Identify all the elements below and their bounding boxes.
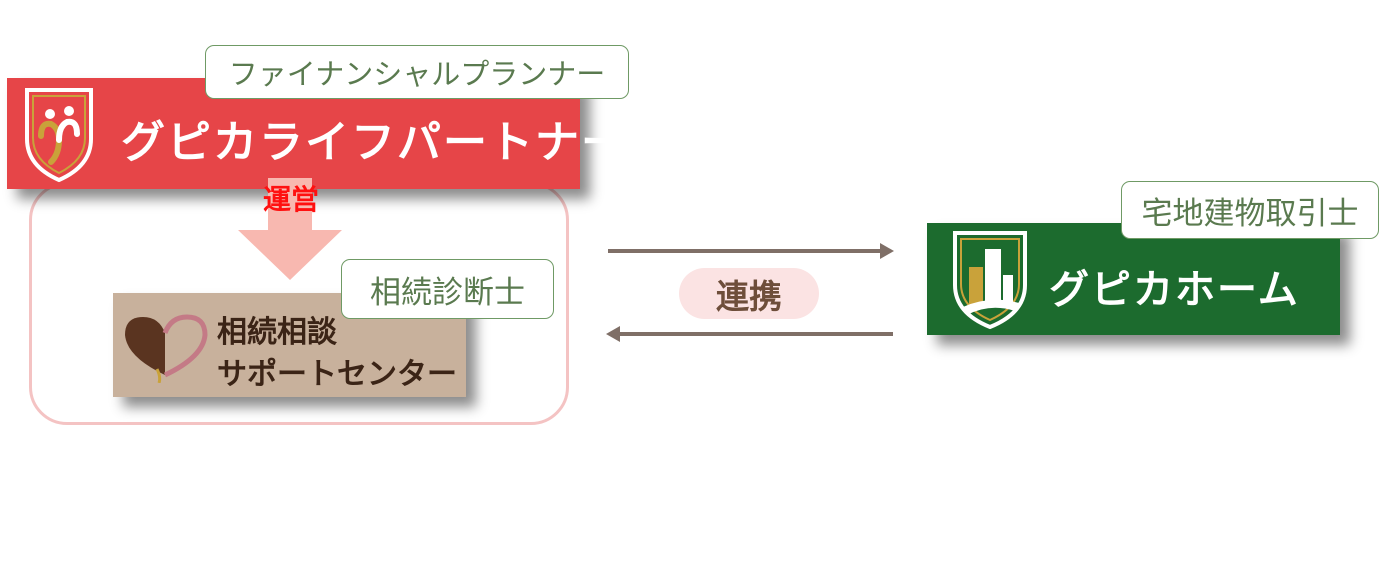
link-arrows-icon	[606, 243, 894, 342]
souzoku-center-title-line2: サポートセンター	[217, 357, 457, 392]
souzoku-support-center-box: 相続相談 サポートセンター	[113, 293, 466, 397]
link-label: 連携	[679, 268, 819, 319]
heart-logo-icon	[125, 314, 208, 383]
gupika-life-partner-title: グピカライフパートナー	[121, 117, 627, 168]
souzoku-center-title-line1: 相続相談	[217, 315, 337, 350]
operation-label: 運営	[262, 183, 319, 216]
operation-arrow-icon	[238, 178, 342, 280]
real-estate-transaction-agent-tag: 宅地建物取引士	[1121, 181, 1379, 239]
gupika-home-box: グピカホーム	[927, 223, 1340, 335]
financial-planner-tag: ファイナンシャルプランナー	[205, 45, 629, 99]
gupika-home-title: グピカホーム	[1049, 267, 1300, 313]
building-shield-logo-icon	[953, 231, 1027, 330]
people-shield-logo-icon	[25, 88, 93, 183]
inheritance-diagnostician-tag: 相続診断士	[341, 259, 554, 319]
